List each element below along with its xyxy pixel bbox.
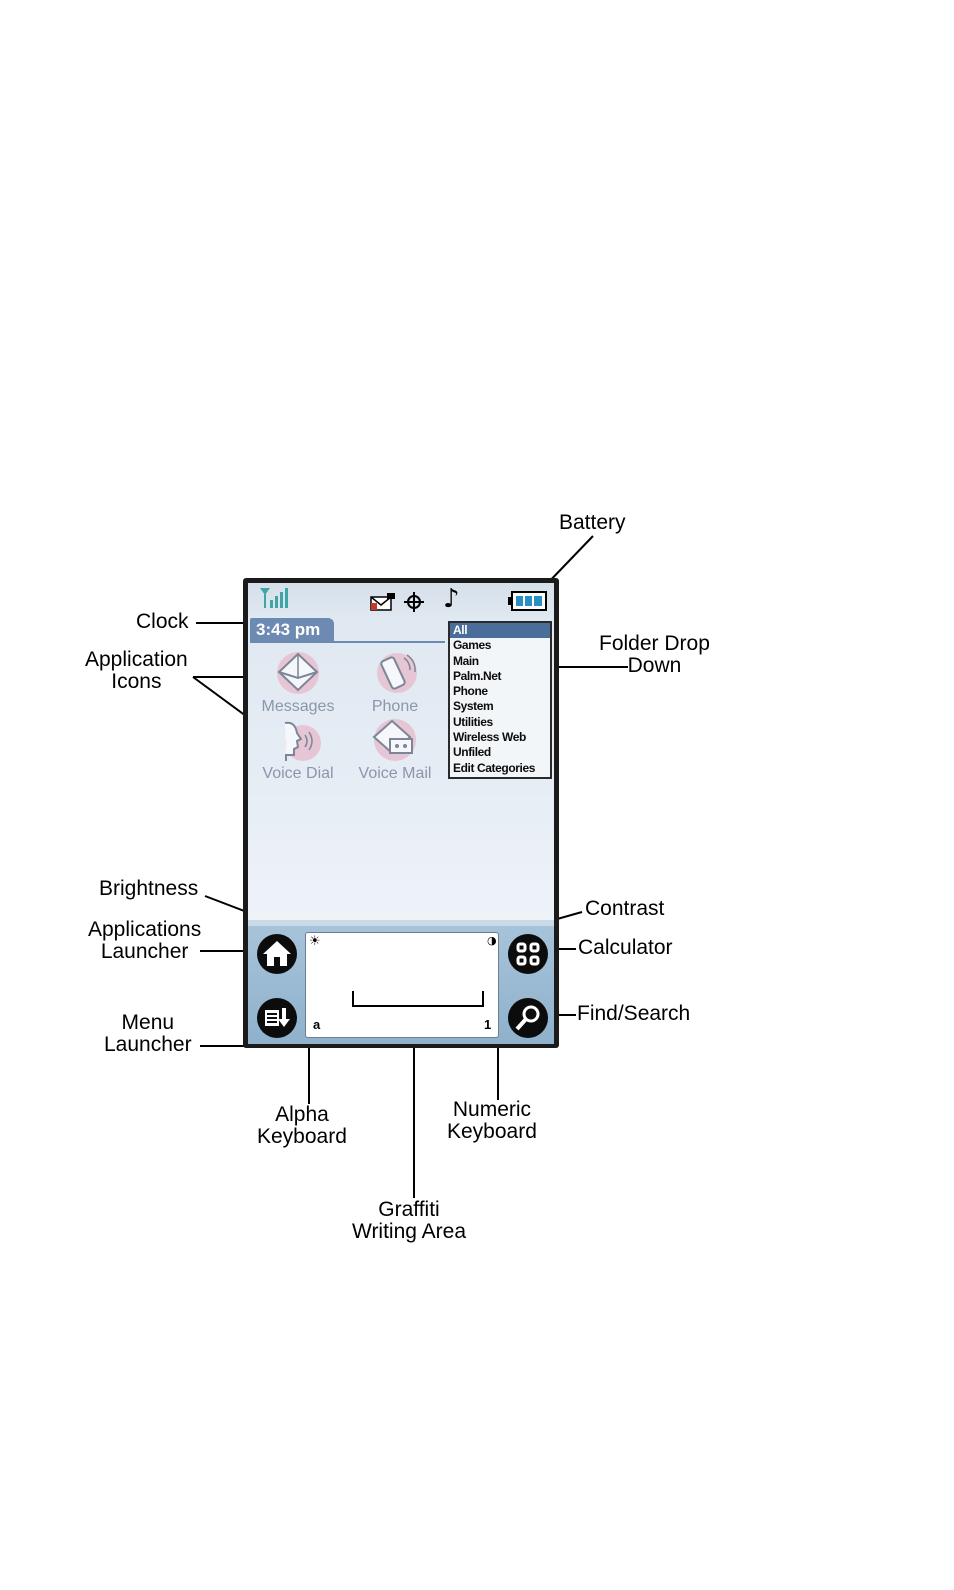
- dropdown-item-edit-categories[interactable]: Edit Categories: [453, 760, 536, 775]
- dropdown-item-phone[interactable]: Phone: [453, 684, 488, 699]
- callout-contrast: Contrast: [585, 897, 665, 920]
- device-screen: ♪ 3:43 pm Messages: [248, 583, 554, 920]
- tab-underline: [250, 641, 445, 643]
- status-bar: ♪: [248, 583, 554, 616]
- callout-alpha-keyboard: Alpha Keyboard: [257, 1104, 347, 1148]
- callout-application-icons: Application Icons: [85, 649, 188, 693]
- callout-line: Alpha: [275, 1103, 329, 1126]
- dropdown-item-all[interactable]: All: [450, 623, 550, 639]
- menu-launcher-button[interactable]: [257, 998, 297, 1038]
- magnifier-icon: [515, 1005, 540, 1031]
- contrast-icon[interactable]: ◑: [487, 934, 497, 947]
- calculator-icon: [516, 942, 540, 966]
- dropdown-item-wireless-web[interactable]: Wireless Web: [453, 730, 526, 745]
- clock[interactable]: 3:43 pm: [250, 618, 334, 642]
- app-label: Voice Mail: [358, 765, 432, 782]
- music-note-icon: ♪: [443, 584, 460, 614]
- app-label: Voice Dial: [262, 765, 334, 782]
- crosshair-icon: [404, 592, 424, 612]
- callout-applications-launcher: Applications Launcher: [88, 919, 201, 963]
- folder-dropdown[interactable]: All Games Main Palm.Net Phone System Uti…: [448, 621, 552, 779]
- callout-numeric-keyboard: Numeric Keyboard: [447, 1099, 537, 1143]
- callout-line: Application: [85, 648, 188, 671]
- app-label: Messages: [261, 698, 335, 715]
- silkscreen-edge: [248, 920, 554, 926]
- app-voice-mail[interactable]: Voice Mail: [347, 717, 443, 783]
- battery-icon: [508, 591, 547, 611]
- dropdown-item-games[interactable]: Games: [453, 638, 492, 653]
- palm-device: ♪ 3:43 pm Messages: [243, 578, 559, 1048]
- alpha-keyboard-button[interactable]: a: [313, 1017, 321, 1032]
- calculator-button[interactable]: [508, 934, 548, 974]
- callout-line: Launcher: [104, 1033, 192, 1056]
- app-phone[interactable]: Phone: [347, 650, 443, 716]
- callout-line: Launcher: [100, 940, 189, 963]
- callout-clock: Clock: [136, 610, 189, 633]
- cellphone-icon: [377, 653, 417, 693]
- voicemail-envelope-icon: [372, 719, 416, 761]
- callout-line: Down: [627, 654, 682, 677]
- graffiti-writing-area[interactable]: ☀ ◑ a 1: [305, 932, 499, 1038]
- numeric-keyboard-button[interactable]: 1: [484, 1017, 492, 1032]
- app-messages[interactable]: Messages: [250, 650, 346, 716]
- brightness-icon[interactable]: ☀: [309, 934, 321, 949]
- callout-graffiti-writing-area: Graffiti Writing Area: [352, 1199, 466, 1243]
- mail-alert-icon: [370, 593, 395, 611]
- callout-line: Applications: [88, 918, 202, 941]
- callout-line: Graffiti: [378, 1198, 440, 1221]
- dropdown-item-palm-net[interactable]: Palm.Net: [453, 668, 502, 683]
- dropdown-item-unfiled[interactable]: Unfiled: [453, 745, 491, 760]
- callout-line: Writing Area: [352, 1220, 466, 1243]
- graffiti-divider: [352, 991, 484, 1007]
- callout-find-search: Find/Search: [577, 1002, 691, 1025]
- callout-battery: Battery: [559, 511, 626, 534]
- callout-line: Folder Drop: [599, 632, 710, 655]
- dropdown-item-main[interactable]: Main: [453, 653, 479, 668]
- silkscreen-area: ☀ ◑ a 1: [248, 920, 554, 1044]
- voice-head-icon: [284, 721, 321, 761]
- callout-line: Numeric: [452, 1098, 532, 1121]
- callout-line: Icons: [111, 670, 162, 693]
- envelope-icon: [277, 652, 319, 694]
- callout-line: Menu: [121, 1011, 175, 1034]
- applications-launcher-button[interactable]: [257, 934, 297, 974]
- callout-calculator: Calculator: [578, 936, 673, 959]
- dropdown-item-system[interactable]: System: [453, 699, 494, 714]
- signal-strength-icon: [260, 588, 288, 608]
- callout-line: Keyboard: [257, 1125, 347, 1148]
- app-label: Phone: [371, 698, 419, 715]
- dropdown-item-utilities[interactable]: Utilities: [453, 714, 493, 729]
- callout-folder-drop-down: Folder Drop Down: [599, 633, 710, 677]
- find-search-button[interactable]: [508, 998, 548, 1038]
- callout-brightness: Brightness: [99, 877, 199, 900]
- app-voice-dial[interactable]: Voice Dial: [250, 717, 346, 783]
- home-icon: [263, 941, 291, 966]
- callout-line: Keyboard: [447, 1120, 537, 1143]
- callout-menu-launcher: Menu Launcher: [104, 1012, 192, 1056]
- menu-icon: [265, 1008, 290, 1027]
